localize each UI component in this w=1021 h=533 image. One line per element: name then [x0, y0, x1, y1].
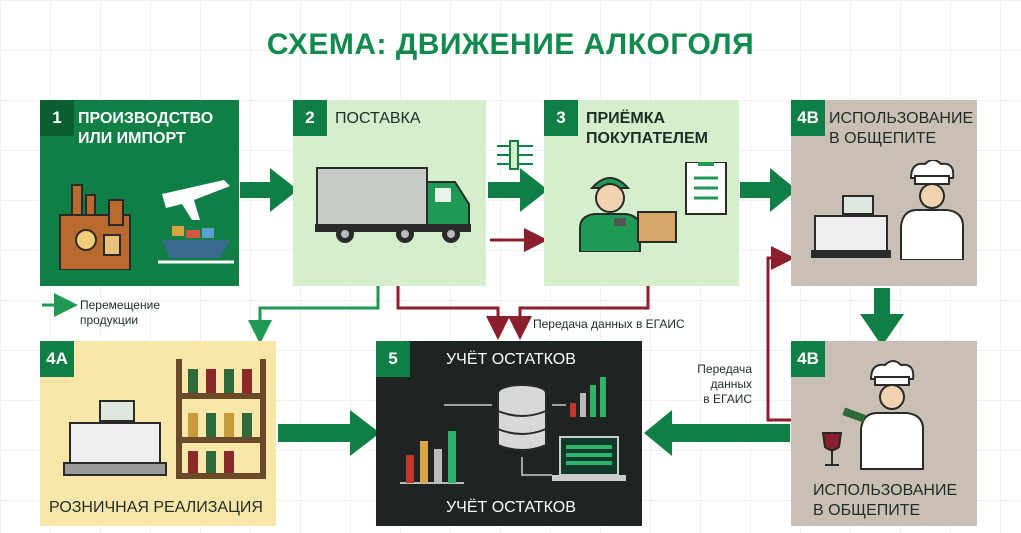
chart-icon — [570, 377, 606, 417]
green-arrow-4b-5 — [644, 410, 790, 456]
box-acceptance: 3 ПРИЁМКА ПОКУПАТЕЛЕМ — [544, 100, 739, 286]
cash-register-icon — [811, 195, 891, 258]
label-line: ИЛИ ИМПОРТ — [78, 130, 186, 147]
data-transfer-note: Передача данных в ЕГАИС — [533, 317, 685, 331]
chef-icon — [842, 360, 924, 470]
box-label: ПРОИЗВОДСТВО ИЛИ ИМПОРТ — [78, 109, 213, 149]
step-number: 5 — [376, 341, 410, 377]
box-label: ПРИЁМКА ПОКУПАТЕЛЕМ — [586, 109, 708, 149]
step-number: 1 — [40, 100, 74, 136]
step-number: 2 — [293, 100, 327, 136]
worker-scanner-icon — [579, 177, 677, 252]
label-line: ПОКУПАТЕЛЕМ — [586, 130, 708, 147]
box-label: ИСПОЛЬЗОВАНИЕ В ОБЩЕПИТЕ — [813, 481, 957, 521]
green-arrow-1-2 — [240, 168, 298, 212]
note-line: данных — [710, 377, 752, 391]
legend-line: продукции — [80, 313, 139, 327]
cash-register-icon — [63, 400, 167, 476]
box-catering-top: 4В ИСПОЛЬЗОВАНИЕ В ОБЩЕПИТЕ — [791, 100, 977, 286]
wine-glass-icon — [821, 432, 843, 466]
green-arrow-4a-5 — [278, 410, 380, 456]
box-production: 1 ПРОИЗВОДСТВО ИЛИ ИМПОРТ — [40, 100, 239, 286]
note-line: Передача — [697, 362, 752, 376]
page-title: СХЕМА: ДВИЖЕНИЕ АЛКОГОЛЯ — [266, 28, 755, 61]
green-thin-2-4a — [248, 286, 380, 344]
flow-lines — [444, 404, 566, 476]
step-number: 3 — [544, 100, 578, 136]
label-line: ИСПОЛЬЗОВАНИЕ — [813, 482, 958, 499]
note-line: в ЕГАИС — [703, 392, 752, 406]
label-line: В ОБЩЕПИТЕ — [829, 130, 937, 147]
box-label: РОЗНИЧНАЯ РЕАЛИЗАЦИЯ — [49, 499, 263, 516]
box-inventory: 5 УЧЁТ ОСТАТКОВ УЧЁТ ОСТАТКОВ — [376, 341, 642, 526]
airplane-icon — [162, 180, 230, 220]
green-arrow-3-4b — [740, 168, 797, 212]
truck-icon — [315, 167, 471, 243]
label-line: ПРИЁМКА — [586, 110, 666, 127]
red-arrow-2-5 — [396, 286, 510, 340]
factory-icon — [59, 184, 131, 270]
ship-icon — [158, 226, 234, 264]
data-transfer-side-note: Передача данных в ЕГАИС — [686, 362, 752, 407]
database-icon — [497, 384, 547, 451]
laptop-icon — [552, 436, 626, 481]
step-number: 4В — [791, 341, 825, 377]
box-label-top: УЧЁТ ОСТАТКОВ — [446, 351, 576, 368]
chef-icon — [900, 160, 964, 260]
red-arrow-3-5 — [508, 286, 650, 340]
chart-icon — [400, 431, 464, 484]
box-catering-bottom: 4В ИСПОЛЬЗОВАНИЕ В ОБЩЕПИТЕ — [791, 341, 977, 526]
box-label: ПОСТАВКА — [335, 110, 421, 127]
label-line: В ОБЩЕПИТЕ — [813, 502, 921, 519]
step-number: 4В — [791, 100, 825, 136]
green-arrow-4b-down — [860, 288, 904, 346]
label-line: ИСПОЛЬЗОВАНИЕ — [829, 110, 974, 127]
box-label: ИСПОЛЬЗОВАНИЕ В ОБЩЕПИТЕ — [829, 109, 973, 149]
red-arrow-4b-up — [766, 246, 795, 422]
box-retail: 4А РОЗНИЧНАЯ РЕАЛИЗАЦИЯ — [40, 341, 276, 526]
box-delivery: 2 ПОСТАВКА — [293, 100, 486, 286]
data-transfer-icon — [497, 140, 533, 170]
label-line: ПРОИЗВОДСТВО — [78, 110, 214, 127]
box-label-bottom: УЧЁТ ОСТАТКОВ — [446, 499, 576, 516]
bottle-shelf-icon — [176, 359, 266, 479]
legend-line: Перемещение — [80, 298, 160, 312]
step-number: 4А — [40, 341, 74, 377]
green-arrow-2-3 — [488, 168, 548, 212]
clipboard-icon — [685, 162, 727, 215]
legend-text: Перемещение продукции — [80, 298, 160, 328]
